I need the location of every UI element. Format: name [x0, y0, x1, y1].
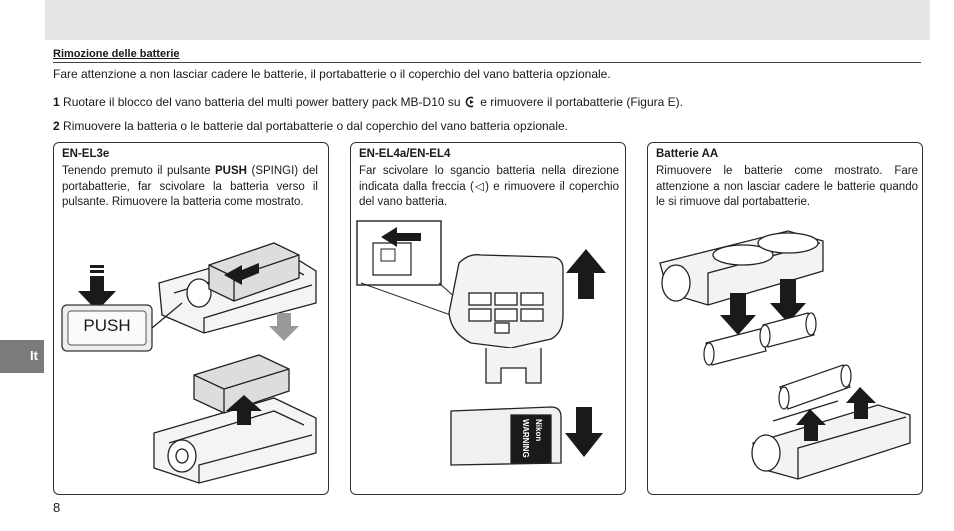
up-arrow-icon: [846, 387, 876, 419]
panel-en-el4: EN-EL4a/EN-EL4 Far scivolare lo sgancio …: [350, 142, 626, 495]
down-arrow-icon: [770, 279, 806, 323]
gray-down-arrow-icon: [269, 313, 299, 341]
panel-text-part: ) e rimuovere il coperchio del vano batt…: [359, 180, 619, 209]
up-arrow-icon: [796, 409, 826, 441]
step-2: 2 Rimuovere la batteria o le batterie da…: [53, 119, 568, 133]
push-word: PUSH: [215, 165, 247, 177]
step-text: Rimuovere la batteria o le batterie dal …: [63, 119, 569, 133]
panel-text: Far scivolare lo sgancio batteria nella …: [359, 164, 619, 211]
intro-text: Fare attenzione a non lasciar cadere le …: [53, 67, 611, 81]
panel-en-el3e: EN-EL3e Tenendo premuto il pulsante PUSH…: [53, 142, 329, 495]
aa-batteries-illustration: [659, 230, 911, 480]
language-tab-label: It: [30, 348, 38, 363]
lock-rotate-icon: [464, 95, 477, 109]
en-el4-illustration: Nikon WARNING: [356, 220, 606, 466]
panel-text-part: Far scivolare lo sgancio batteria nella …: [359, 165, 619, 193]
page-number: 8: [53, 500, 61, 515]
panel-title: Batterie AA: [656, 148, 719, 160]
push-button-label: PUSH: [83, 316, 131, 335]
section-title: Rimozione delle batterie: [53, 48, 180, 60]
panel-title: EN-EL3e: [62, 148, 110, 160]
up-arrow-icon: [566, 249, 606, 299]
header-bar: [45, 0, 930, 40]
panel-text-part: (SPINGI) del portabatterie, far scivolar…: [62, 165, 318, 208]
panel-title: EN-EL4a/EN-EL4: [359, 148, 451, 160]
panel-text: Tenendo premuto il pulsante PUSH (SPINGI…: [62, 164, 318, 211]
down-arrow-icon: [720, 293, 756, 335]
step-1: 1 Ruotare il blocco del vano batteria de…: [53, 95, 683, 109]
push-arrow-icon: [78, 265, 116, 311]
en-el3e-illustration: [61, 242, 317, 484]
panel-text: Rimuovere le batterie come mostrato. Far…: [656, 165, 918, 208]
panel-batterie-aa: Batterie AA Rimuovere le batterie come m…: [647, 142, 923, 495]
step-number: 2: [53, 119, 60, 133]
section-divider: [53, 62, 921, 63]
panel-text-part: Tenendo premuto il pulsante: [62, 165, 211, 177]
svg-text:Nikon: Nikon: [534, 419, 543, 441]
battery-label-text: Nikon WARNING: [521, 419, 543, 458]
language-tab: It: [0, 340, 44, 373]
down-arrow-icon: [565, 407, 603, 457]
svg-text:WARNING: WARNING: [521, 419, 530, 458]
left-triangle-icon: ◁: [473, 180, 486, 193]
step-number: 1: [53, 95, 60, 109]
step-text-after: e rimuovere il portabatterie (Figura E).: [480, 95, 683, 109]
step-text: Ruotare il blocco del vano batteria del …: [63, 95, 461, 109]
up-arrow-icon: [226, 395, 262, 425]
